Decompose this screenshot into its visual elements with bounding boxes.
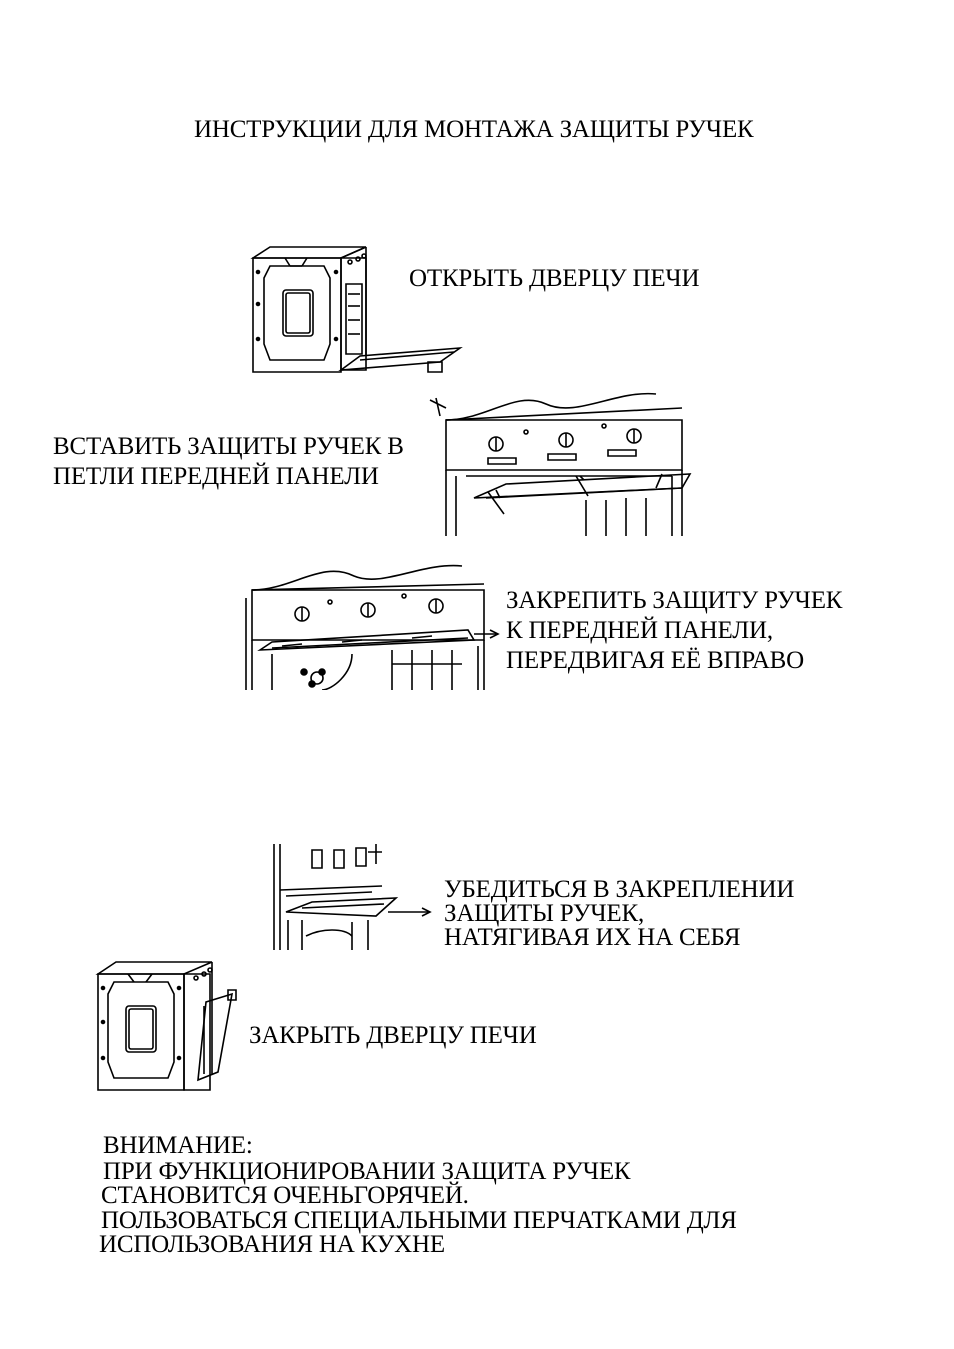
step-check-line-3: НАТЯГИВАЯ ИХ НА СЕБЯ [444, 924, 741, 951]
check-guard-illustration [272, 844, 442, 952]
step-check-line-2: ЗАЩИТЫ РУЧЕК, [444, 900, 645, 927]
fasten-guard-illustration [242, 554, 502, 690]
step-close-door-text: ЗАКРЫТЬ ДВЕРЦУ ПЕЧИ [249, 1022, 537, 1049]
step-insert-line-1: ВСТАВИТЬ ЗАЩИТЫ РУЧЕК В [53, 433, 404, 460]
step-insert-line-2: ПЕТЛИ ПЕРЕДНЕЙ ПАНЕЛИ [53, 463, 379, 490]
step-fasten-line-2: К ПЕРЕДНЕЙ ПАНЕЛИ, [506, 617, 773, 644]
insert-guard-illustration [426, 380, 696, 536]
step-check-line-1: УБЕДИТЬСЯ В ЗАКРЕПЛЕНИИ [444, 876, 795, 903]
warning-line-3: ПОЛЬЗОВАТЬСЯ СПЕЦИАЛЬНЫМИ ПЕРЧАТКАМИ ДЛЯ [101, 1207, 737, 1234]
step-fasten-line-1: ЗАКРЕПИТЬ ЗАЩИТУ РУЧЕК [506, 587, 843, 614]
warning-line-1: ПРИ ФУНКЦИОНИРОВАНИИ ЗАЩИТА РУЧЕК [103, 1158, 631, 1185]
warning-line-2: СТАНОВИТСЯ ОЧЕНЬГОРЯЧЕЙ. [101, 1182, 469, 1209]
oven-closed-door-illustration [94, 958, 240, 1094]
step-fasten-line-3: ПЕРЕДВИГАЯ ЕЁ ВПРАВО [506, 647, 805, 674]
step-open-door-text: ОТКРЫТЬ ДВЕРЦУ ПЕЧИ [409, 265, 700, 292]
warning-heading: ВНИМАНИЕ: [103, 1132, 253, 1159]
page-title: ИНСТРУКЦИИ ДЛЯ МОНТАЖА ЗАЩИТЫ РУЧЕК [194, 116, 754, 143]
warning-line-4: ИСПОЛЬЗОВАНИЯ НА КУХНЕ [99, 1231, 445, 1258]
oven-open-door-illustration [250, 244, 466, 378]
